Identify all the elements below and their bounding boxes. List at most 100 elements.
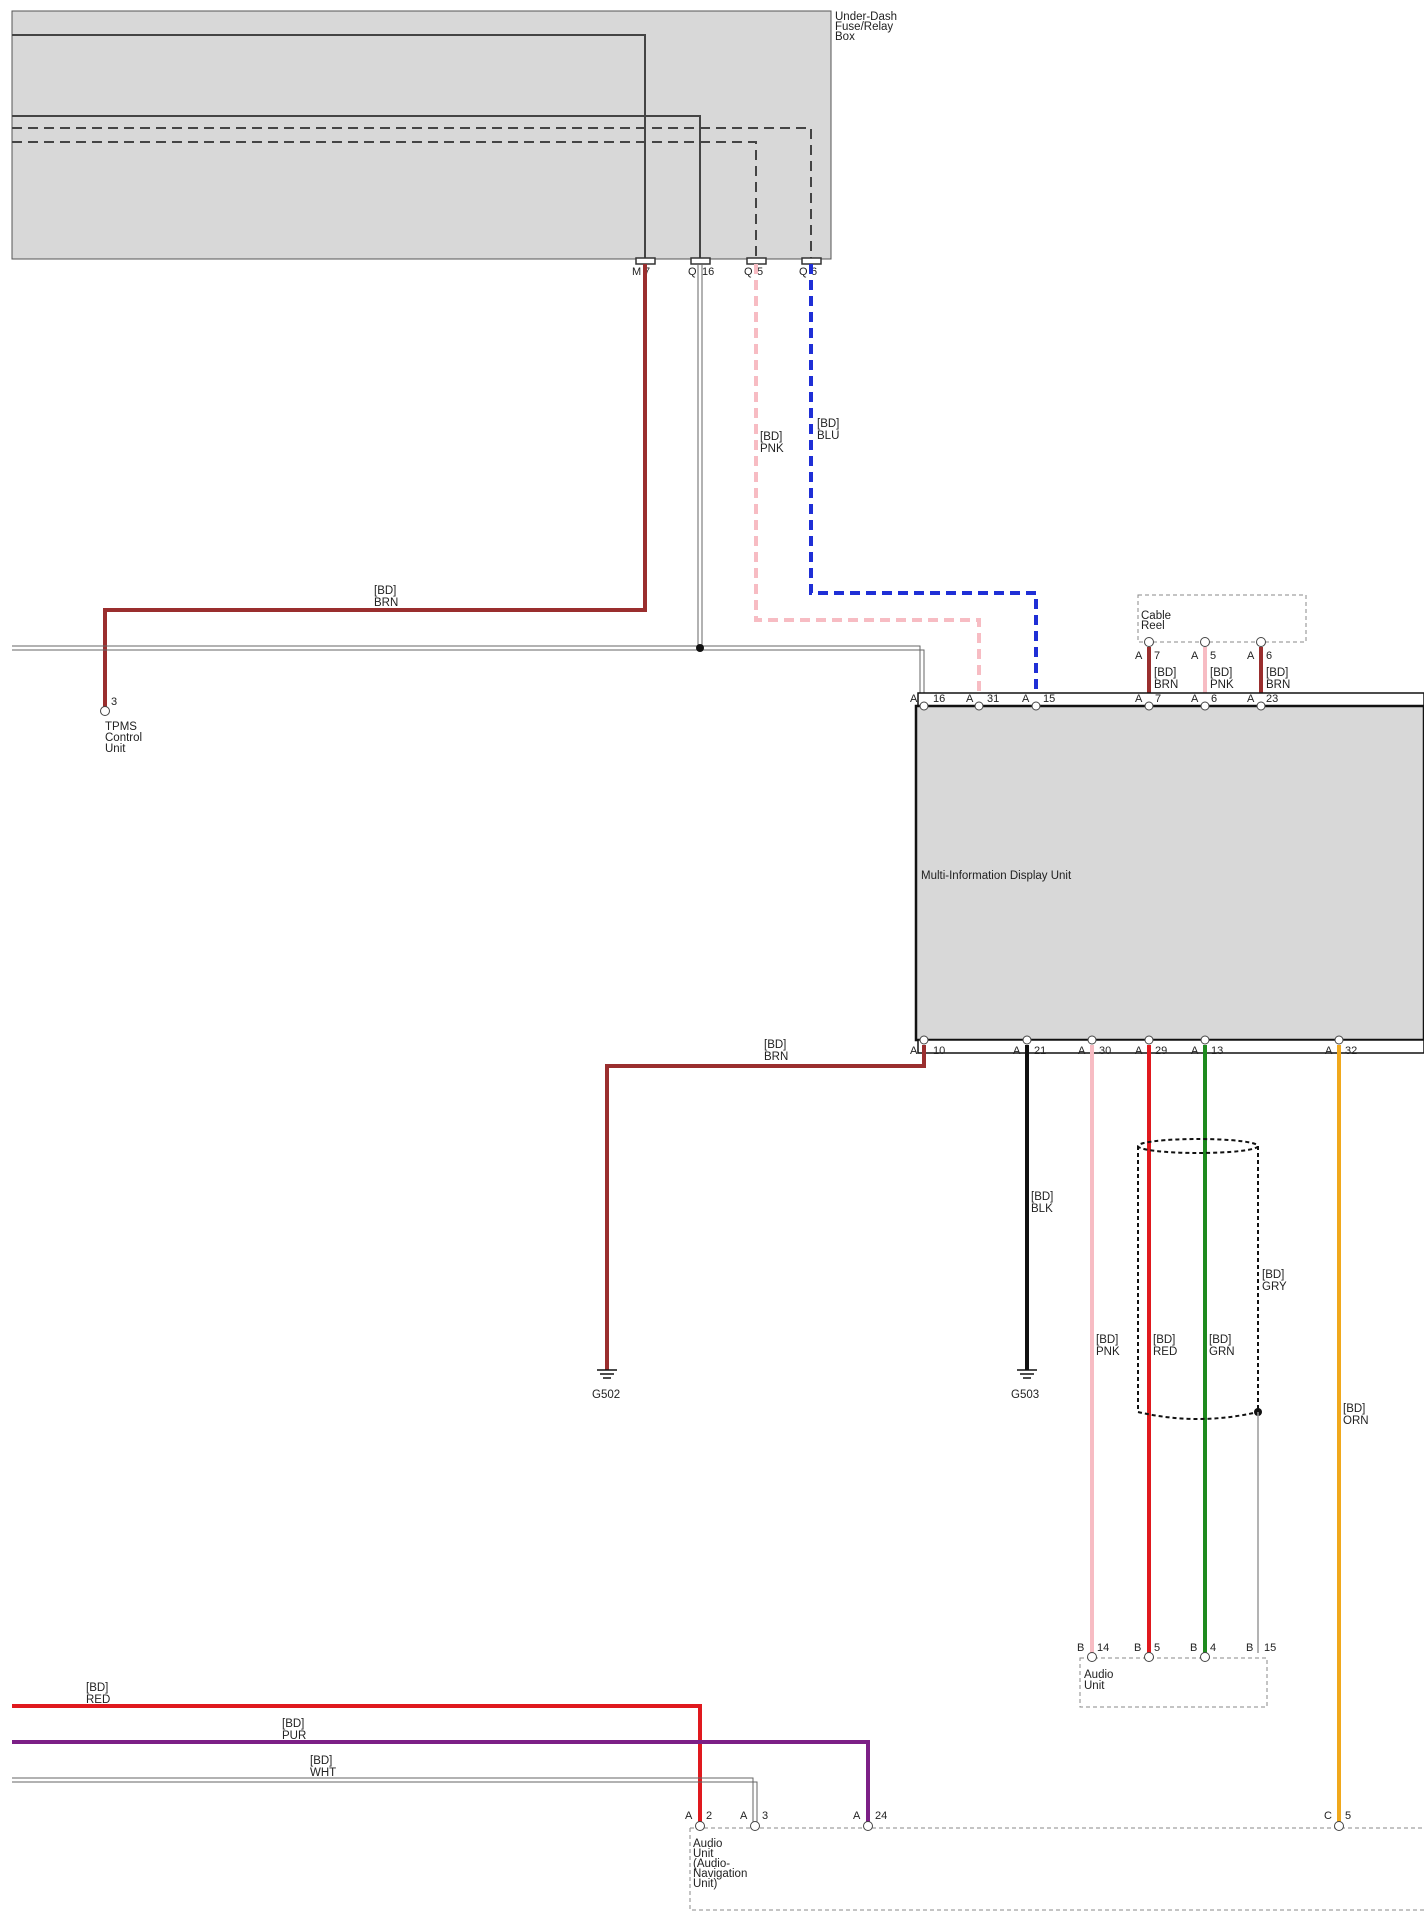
mid-top-terminals xyxy=(919,701,1266,711)
pin-label: Q xyxy=(744,266,753,278)
pin-label: 16 xyxy=(933,693,945,705)
pin-label: 7 xyxy=(1155,693,1161,705)
pin-label: 3 xyxy=(111,696,117,708)
wire-label: [BD]BRN xyxy=(374,585,398,609)
pin-label: A xyxy=(1022,693,1030,705)
pin-label: C xyxy=(1324,1810,1332,1822)
pin-label: 24 xyxy=(875,1810,887,1822)
pin-label: 21 xyxy=(1034,1045,1046,1057)
pin-label: 29 xyxy=(1155,1045,1167,1057)
pin-label: 2 xyxy=(706,1810,712,1822)
pin-label: Q xyxy=(799,266,808,278)
wire-label: [BD]BLK xyxy=(1031,1191,1053,1215)
pin-label: 6 xyxy=(1266,650,1272,662)
pin-label: 5 xyxy=(1345,1810,1351,1822)
wire-label: [BD]BRN xyxy=(1266,667,1290,691)
pin-label: 15 xyxy=(1264,1642,1276,1654)
pnk-wire-mid xyxy=(754,264,981,703)
fuse-box-label: Under-Dash Fuse/Relay Box xyxy=(835,11,900,43)
pin-label: A xyxy=(1078,1045,1086,1057)
wire-label: [BD]PUR xyxy=(282,1718,306,1742)
ground-label-g503: G503 xyxy=(1011,1389,1039,1401)
brn-wire-tpms xyxy=(103,264,647,709)
pin-label: A xyxy=(1325,1045,1333,1057)
pin-label: M xyxy=(632,266,641,278)
pin-label: 16 xyxy=(702,266,714,278)
ground-label-g502: G502 xyxy=(592,1389,620,1401)
pin-label: 32 xyxy=(1345,1045,1357,1057)
pin-label: Q xyxy=(688,266,697,278)
pin-label: A xyxy=(1247,693,1255,705)
wire-label: [BD]BRN xyxy=(764,1039,788,1063)
pin-label: 3 xyxy=(762,1810,768,1822)
mid-connector-bottom xyxy=(917,1039,1424,1054)
wire-label: [BD]PNK xyxy=(1096,1334,1120,1358)
audio-unit-terminals xyxy=(1087,1652,1210,1662)
pin-label: A xyxy=(740,1810,748,1822)
pin-label: 30 xyxy=(1099,1045,1111,1057)
wire-label: [BD]GRN xyxy=(1209,1334,1235,1358)
pin-label: 7 xyxy=(644,266,650,278)
mid-bottom-terminals xyxy=(919,1035,1344,1045)
pin-label: A xyxy=(853,1810,861,1822)
pin-label: 5 xyxy=(1210,650,1216,662)
wire-label: [BD]ORN xyxy=(1343,1403,1369,1427)
pin-label: A xyxy=(1191,693,1199,705)
audio-nav-terminals xyxy=(695,1821,1344,1831)
pin-label: B xyxy=(1190,1642,1197,1654)
wire-label: [BD]PNK xyxy=(1210,667,1234,691)
pin-label: 5 xyxy=(757,266,763,278)
ground-symbol-g503 xyxy=(1017,1369,1037,1379)
fuse-relay-box xyxy=(11,10,832,260)
wire-label: [BD]RED xyxy=(1153,1334,1177,1358)
pin-label: 15 xyxy=(1043,693,1055,705)
pin-label: 4 xyxy=(1210,1642,1216,1654)
splice-point xyxy=(696,644,704,652)
audio-nav-unit-label: Audio Unit (Audio- Navigation Unit) xyxy=(693,1838,751,1890)
pin-label: 31 xyxy=(987,693,999,705)
pin-label: 5 xyxy=(1154,1642,1160,1654)
mid-label: Multi-Information Display Unit xyxy=(921,870,1072,882)
pin-label: 23 xyxy=(1266,693,1278,705)
pin-label: 7 xyxy=(1154,650,1160,662)
tpms-terminal xyxy=(100,706,110,716)
wht-wire-nav xyxy=(12,1777,758,1824)
pin-label: B xyxy=(1134,1642,1141,1654)
pin-label: 10 xyxy=(933,1045,945,1057)
pin-label: A xyxy=(685,1810,693,1822)
blu-wire-mid xyxy=(809,264,1038,703)
pin-label: 14 xyxy=(1097,1642,1109,1654)
pin-label: A xyxy=(1135,1045,1143,1057)
pin-label: A xyxy=(910,1045,918,1057)
pin-label: B xyxy=(1077,1642,1084,1654)
pin-label: 13 xyxy=(1211,1045,1223,1057)
audio-nav-unit-box xyxy=(689,1827,1424,1911)
wire-label: [BD]GRY xyxy=(1262,1269,1287,1293)
brn-wire-g502 xyxy=(605,1045,926,1370)
tpms-control-unit-label: TPMS Control Unit xyxy=(105,721,145,755)
pur-wire-nav xyxy=(12,1740,870,1824)
red-wire-nav xyxy=(12,1704,702,1824)
wire-label: [BD]BRN xyxy=(1154,667,1178,691)
wire-label: [BD]PNK xyxy=(760,431,784,455)
wire-label: [BD]WHT xyxy=(310,1755,336,1779)
pin-label: 6 xyxy=(1211,693,1217,705)
wire-label: [BD]RED xyxy=(86,1682,110,1706)
cable-reel-box xyxy=(1137,594,1307,643)
pin-label: A xyxy=(1191,1045,1199,1057)
white-wire-bus xyxy=(12,264,925,700)
cable-reel-terminals xyxy=(1144,637,1266,647)
wire-label: [BD]BLU xyxy=(817,418,839,442)
pin-label: A xyxy=(1247,650,1255,662)
shielded-cable xyxy=(1137,1138,1259,1420)
pin-label: A xyxy=(1135,693,1143,705)
fuse-box-internal-wires xyxy=(12,34,812,259)
audio-unit-box xyxy=(1079,1657,1268,1708)
pin-label: A xyxy=(1135,650,1143,662)
ground-symbol-g502 xyxy=(597,1369,617,1379)
pin-label: 6 xyxy=(811,266,817,278)
pin-label: A xyxy=(1013,1045,1021,1057)
